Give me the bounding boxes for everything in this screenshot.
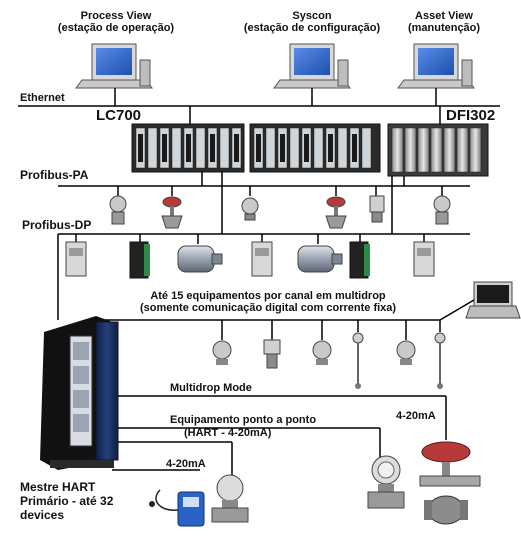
computer-icon [75,43,153,89]
station-title-asset-view: Asset View [415,10,473,22]
transmitter-icon [312,340,332,365]
io-module-icon [251,241,273,277]
multidrop-note-line2: (somente comunicação digital com corrent… [139,302,397,314]
profibus-pa-bus [58,172,470,196]
control-valve-icon [419,441,481,525]
lc700-rack [131,123,381,173]
current-label-left: 4-20mA [166,458,206,470]
station-subtitle-process-view: (estação de operação) [57,22,175,34]
current-label-right: 4-20mA [396,410,436,422]
station-subtitle-syscon: (estação de configuração) [243,22,381,34]
point-to-point-line2: (HART - 4-20mA) [184,427,272,439]
computer-icon [397,43,475,89]
profibus-pa-label: Profibus-PA [20,168,89,182]
multidrop-mode-label: Multidrop Mode [170,382,252,394]
profibus-dp-bus [57,172,470,320]
hart-communicator-icon [149,489,205,527]
dfi302-label: DFI302 [446,107,496,124]
master-label-line1: Mestre HART [20,480,96,494]
transmitter-icon [433,195,451,225]
level-probe-icon [352,332,364,389]
control-valve-icon [325,196,347,229]
station-title-syscon: Syscon [292,10,332,22]
gateway-module-icon [349,241,370,279]
master-label-line2: Primário - até 32 [20,494,114,508]
pressure-transmitter-icon [211,474,249,523]
transmitter-icon [212,340,232,365]
sensor-icon [369,195,385,223]
station-subtitle-asset-view: (manutenção) [407,22,481,34]
transmitter-icon [241,197,259,221]
multidrop-bus [96,299,475,476]
master-label-line3: devices [20,508,65,522]
lc700-label: LC700 [96,107,142,124]
control-valve-icon [161,196,183,229]
ethernet-bus [18,88,500,124]
transmitter-icon [396,340,416,365]
dfi302-rack [387,123,489,177]
point-to-point-line1: Equipamento ponto a ponto [170,414,317,426]
hart-master-unit [40,316,119,470]
motor-icon [177,245,223,273]
io-module-icon [413,241,435,277]
level-probe-icon [434,332,446,389]
transmitter-icon [109,195,127,225]
motor-icon [297,245,343,273]
transmitter-icon [263,339,281,369]
station-title-process-view: Process View [80,10,152,22]
pressure-transmitter-icon [367,455,405,509]
multidrop-note-line1: Até 15 equipamentos por canal em multidr… [150,290,386,302]
gateway-module-icon [129,241,150,279]
computer-icon [273,43,351,89]
profibus-dp-label: Profibus-DP [22,218,92,232]
io-module-icon [65,241,87,277]
ethernet-label: Ethernet [20,92,65,104]
laptop-icon [465,281,521,319]
